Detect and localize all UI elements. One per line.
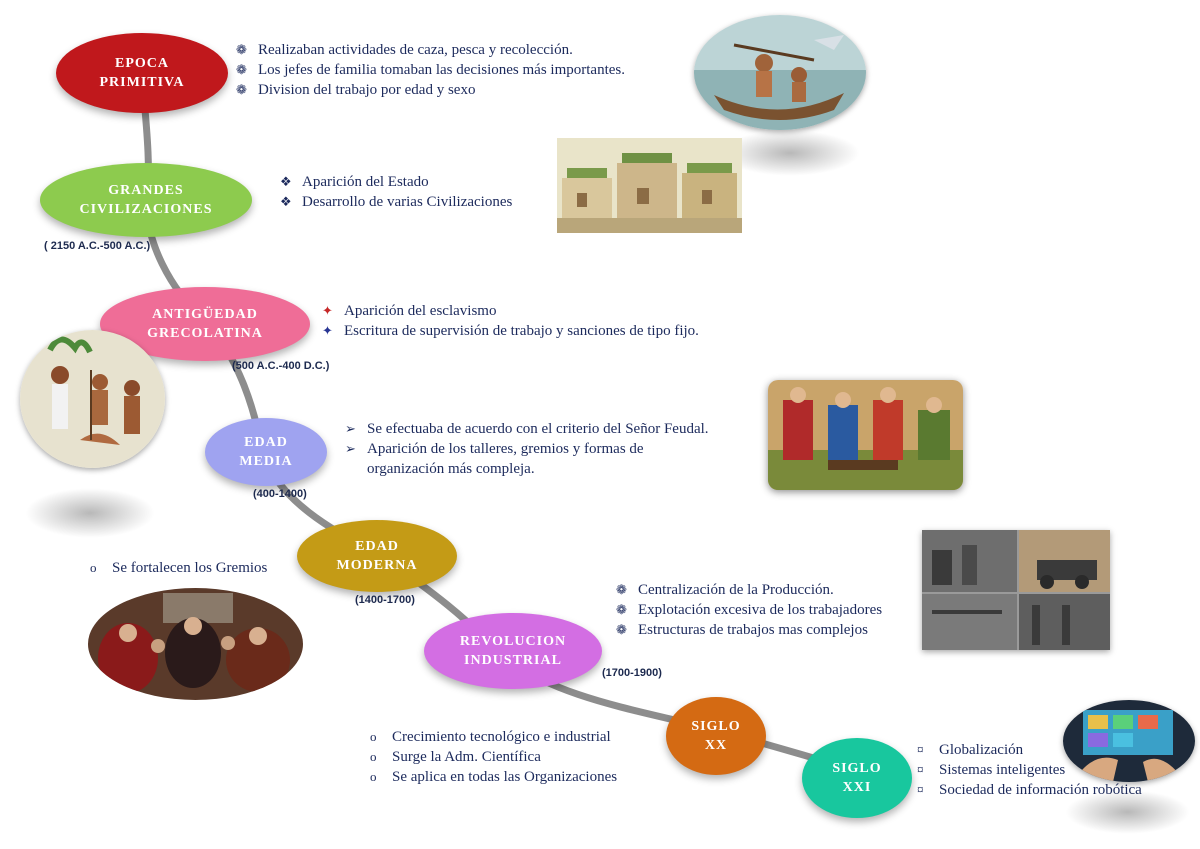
medieval-scholars-image — [768, 380, 963, 490]
list-item-continuation: organización más compleja. — [367, 461, 535, 477]
sun-bullet-icon: ¤ — [917, 782, 924, 797]
list-item: ❁Division del trabajo por edad y sexo — [236, 82, 476, 98]
list-item: ✦Aparición del esclavismo — [322, 303, 497, 319]
list-item: ¤Sistemas inteligentes — [917, 762, 1066, 778]
date-edad-media: (400-1400) — [253, 488, 307, 500]
list-item: ✦Escritura de supervisión de trabajo y s… — [322, 323, 699, 339]
sun-bullet-icon: ¤ — [917, 742, 924, 757]
flower-bullet-icon: ❁ — [236, 42, 247, 57]
circle-bullet-icon: o — [370, 769, 377, 784]
industrial-factories-image — [922, 530, 1110, 650]
diamond-bullet-icon: ❖ — [280, 174, 292, 189]
list-item: ❁Estructuras de trabajos mas complejos — [616, 622, 868, 638]
egyptian-slaves-image — [20, 330, 165, 468]
date-revolucion-industrial: (1700-1900) — [602, 667, 662, 679]
date-grandes-civilizaciones: ( 2150 A.C.-500 A.C.) — [44, 240, 151, 252]
image-shadow — [720, 130, 860, 176]
date-antiguedad-grecolatina: (500 A.C.-400 D.C.) — [232, 360, 330, 372]
bullets-revolucion-industrial: ❁Centralización de la Producción. ❁Explo… — [614, 580, 882, 640]
list-item: ❁Explotación excesiva de los trabajadore… — [616, 602, 883, 618]
flower-bullet-icon: ❁ — [236, 62, 247, 77]
date-edad-moderna: (1400-1700) — [355, 594, 415, 606]
guild-assembly-image — [88, 588, 303, 700]
star-bullet-icon: ✦ — [322, 303, 333, 318]
sun-bullet-icon: ¤ — [917, 762, 924, 777]
image-shadow — [25, 488, 155, 538]
technology-hands-image — [1063, 700, 1195, 782]
arrow-bullet-icon: ➢ — [345, 441, 356, 456]
diamond-bullet-icon: ❖ — [280, 194, 292, 209]
image-shadow — [1065, 790, 1190, 834]
arrow-bullet-icon: ➢ — [345, 421, 356, 436]
bullets-siglo-xxi: ¤Globalización ¤Sistemas inteligentes ¤S… — [915, 740, 1142, 800]
list-item: ❖Aparición del Estado — [280, 174, 429, 190]
bullets-edad-media: ➢Se efectuaba de acuerdo con el criterio… — [343, 419, 709, 479]
flower-bullet-icon: ❁ — [616, 602, 627, 617]
list-item: ❁Realizaban actividades de caza, pesca y… — [236, 42, 573, 58]
list-item: ¤Globalización — [917, 742, 1024, 758]
list-item: ❁Los jefes de familia tomaban las decisi… — [236, 62, 625, 78]
list-item: ➢Se efectuaba de acuerdo con el criterio… — [345, 421, 709, 437]
flower-bullet-icon: ❁ — [616, 622, 627, 637]
flower-bullet-icon: ❁ — [616, 582, 627, 597]
list-item: ❖Desarrollo de varias Civilizaciones — [280, 194, 513, 210]
star-bullet-icon: ✦ — [322, 323, 333, 338]
bullets-epoca-primitiva: ❁Realizaban actividades de caza, pesca y… — [234, 40, 625, 100]
flower-bullet-icon: ❁ — [236, 82, 247, 97]
circle-bullet-icon: o — [370, 729, 377, 744]
list-item: ¤Sociedad de información robótica — [917, 782, 1142, 798]
list-item: ❁Centralización de la Producción. — [616, 582, 834, 598]
bullets-antiguedad-grecolatina: ✦Aparición del esclavismo ✦Escritura de … — [320, 301, 699, 341]
ancient-city-image — [557, 138, 742, 233]
bullets-grandes-civilizaciones: ❖Aparición del Estado ❖Desarrollo de var… — [278, 172, 512, 212]
circle-bullet-icon: o — [90, 560, 97, 575]
circle-bullet-icon: o — [370, 749, 377, 764]
prehistoric-fishing-image — [694, 15, 866, 130]
list-item: ➢Aparición de los talleres, gremios y fo… — [345, 441, 644, 457]
